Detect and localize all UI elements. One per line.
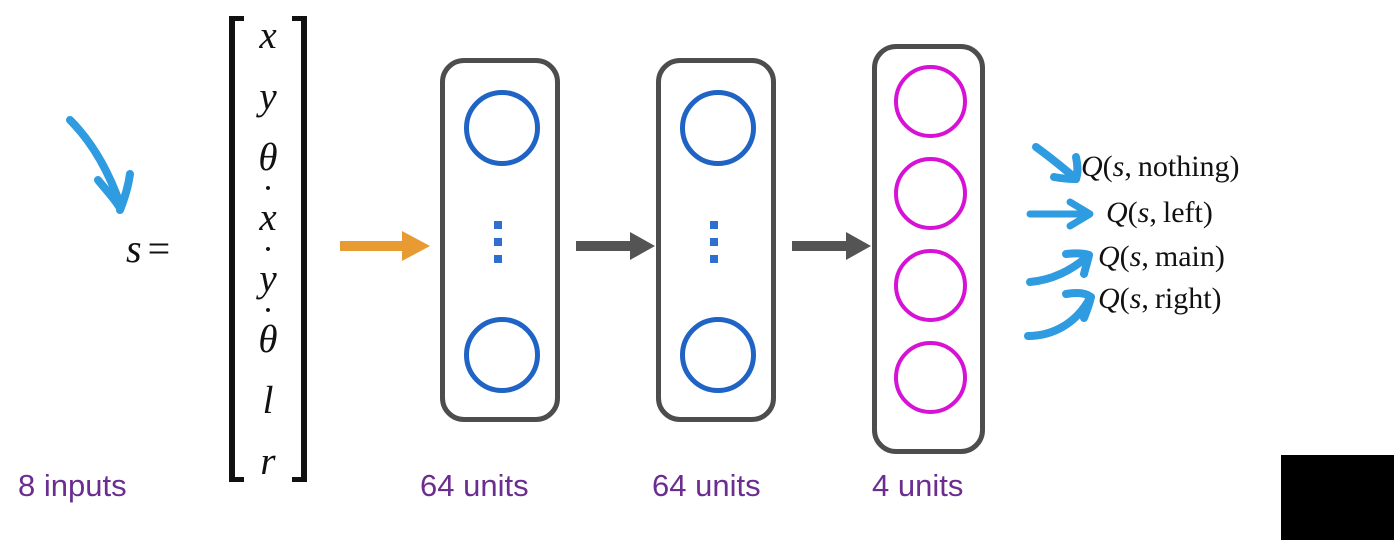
output-layer-node — [894, 65, 967, 138]
equals-sign: = — [147, 226, 171, 271]
hidden-layer-1-node — [464, 90, 540, 166]
q-symbol: Q — [1106, 196, 1128, 229]
q-action-name: nothing — [1137, 150, 1230, 183]
state-entry: x — [259, 14, 277, 57]
q-paren-close: ) — [1211, 282, 1222, 315]
q-state-symbol: s — [1129, 282, 1142, 315]
gray-right-arrow-icon — [792, 232, 871, 260]
q-action-name: main — [1154, 240, 1215, 273]
q-action-name: right — [1154, 282, 1212, 315]
output-layer-node — [894, 249, 967, 322]
blue-arrow-up-right-icon — [1026, 249, 1093, 286]
q-paren-close: ) — [1229, 150, 1240, 183]
caption-8-inputs: 8 inputs — [18, 468, 127, 503]
q-state-symbol: s — [1129, 240, 1142, 273]
q-paren-open: ( — [1102, 150, 1113, 183]
state-entry: x — [259, 198, 276, 237]
blue-arrow-down-right-icon — [1032, 143, 1082, 183]
blue-arrow-curve-up-right-icon — [1024, 289, 1095, 340]
q-paren-open: ( — [1119, 240, 1130, 273]
gray-right-arrow-icon — [576, 232, 655, 260]
q-state-symbol: s — [1137, 196, 1150, 229]
q-separator: , — [1141, 282, 1155, 315]
output-layer-node — [894, 157, 967, 230]
state-entry: y — [259, 74, 277, 118]
state-equation: s= — [126, 225, 170, 272]
state-entry: θ — [258, 135, 278, 179]
q-symbol: Q — [1098, 240, 1120, 273]
blue-curved-down-arrow-icon — [66, 116, 134, 214]
hidden-layer-1-ellipsis-icon — [494, 221, 502, 263]
black-overlay-block — [1281, 455, 1394, 540]
q-action-name: left — [1162, 196, 1203, 229]
q-separator: , — [1141, 240, 1155, 273]
hidden-layer-1-box — [440, 58, 560, 422]
q-paren-open: ( — [1127, 196, 1138, 229]
caption-hidden-2: 64 units — [652, 468, 761, 503]
q-paren-close: ) — [1202, 196, 1213, 229]
state-entry: y — [259, 259, 276, 298]
q-symbol: Q — [1081, 150, 1103, 183]
q-paren-close: ) — [1214, 240, 1225, 273]
bracket-left-icon — [229, 16, 244, 482]
q-value-label-left: Q(s, left) — [1106, 196, 1213, 230]
output-layer-node — [894, 341, 967, 414]
state-entry: r — [260, 439, 276, 483]
q-separator: , — [1124, 150, 1138, 183]
state-symbol: s — [126, 226, 142, 271]
state-entry: θ — [258, 320, 277, 359]
hidden-layer-2-box — [656, 58, 776, 422]
hidden-layer-2-ellipsis-icon — [710, 221, 718, 263]
q-separator: , — [1149, 196, 1163, 229]
state-vector: x y θ x y θ l r — [229, 16, 307, 482]
q-value-label-right: Q(s, right) — [1098, 282, 1222, 316]
state-entry: l — [262, 378, 274, 422]
caption-output: 4 units — [872, 468, 964, 503]
bracket-right-icon — [292, 16, 307, 482]
caption-hidden-1: 64 units — [420, 468, 529, 503]
hidden-layer-2-node — [680, 317, 756, 393]
q-value-label-nothing: Q(s, nothing) — [1081, 150, 1240, 184]
q-state-symbol: s — [1112, 150, 1125, 183]
q-paren-open: ( — [1119, 282, 1130, 315]
q-value-label-main: Q(s, main) — [1098, 240, 1225, 274]
blue-arrow-right-icon — [1026, 198, 1094, 230]
orange-right-arrow-icon — [340, 231, 430, 261]
output-layer-box — [872, 44, 985, 454]
hidden-layer-2-node — [680, 90, 756, 166]
q-symbol: Q — [1098, 282, 1120, 315]
hidden-layer-1-node — [464, 317, 540, 393]
